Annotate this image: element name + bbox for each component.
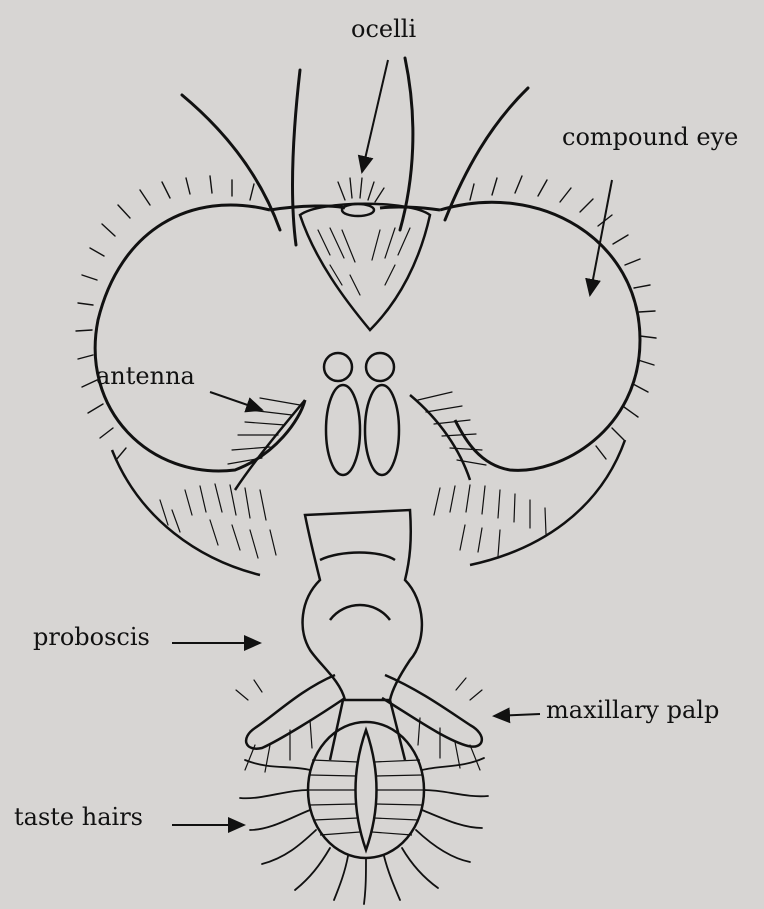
pseudotracheae <box>309 760 423 835</box>
label-maxillary-palp: maxillary palp <box>546 698 719 722</box>
label-ocelli: ocelli <box>351 17 416 41</box>
frons <box>300 204 430 330</box>
antenna-arrow <box>210 392 262 410</box>
taste-hairs-drawing <box>240 758 488 904</box>
label-taste-hairs: taste hairs <box>14 805 143 829</box>
compound-eye-left <box>95 205 345 471</box>
label-antenna: antenna <box>96 364 195 388</box>
label-compound-eye: compound eye <box>562 125 738 149</box>
antennae <box>235 353 470 490</box>
label-proboscis: proboscis <box>33 625 150 649</box>
ocelli-arrow <box>362 60 388 172</box>
frons-hatching <box>318 228 410 295</box>
ocelli-tuft <box>338 178 384 202</box>
cheek-hatching <box>160 484 546 558</box>
maxillary-palp-arrow <box>494 714 540 716</box>
